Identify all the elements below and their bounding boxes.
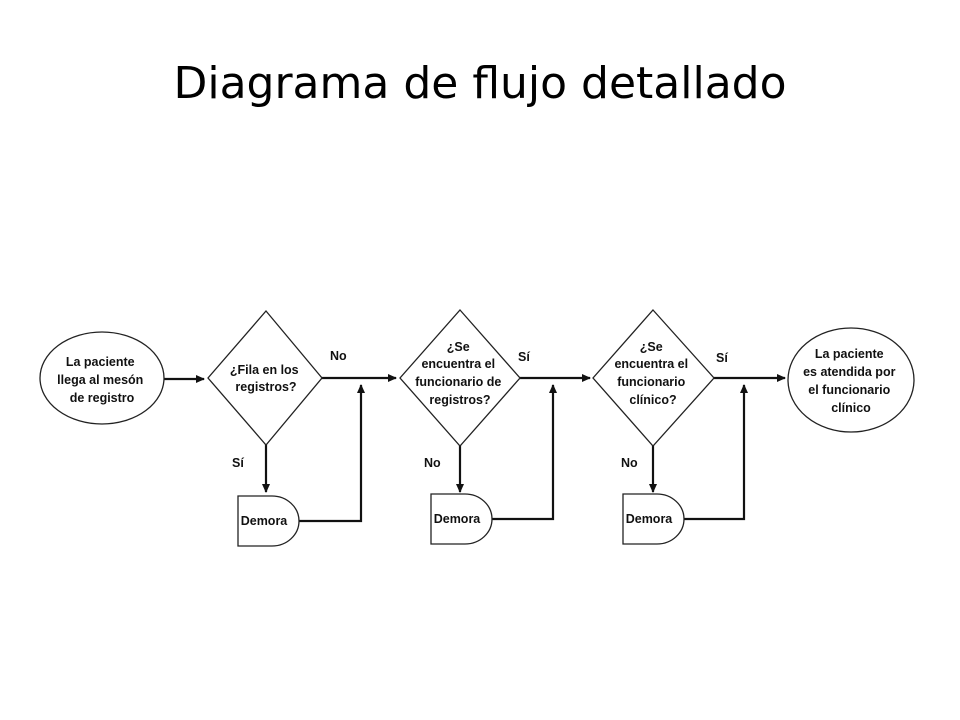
loop-delay-1 — [299, 384, 365, 523]
label-d3-no: No — [621, 456, 638, 470]
decision-1-line-2: registros? — [235, 380, 296, 394]
decision-2-line-4: registros? — [429, 393, 490, 407]
decision-3-line-1: ¿Se — [640, 340, 663, 354]
end-text: La paciente es atendida por el funcionar… — [803, 347, 899, 415]
decision-3-line-4: clínico? — [629, 393, 676, 407]
delay-2-text: Demora — [434, 512, 482, 526]
end-line-1: La paciente — [815, 347, 884, 361]
decision-2-line-3: funcionario de — [415, 375, 501, 389]
decision-1-text: ¿Fila en los registros? — [230, 363, 302, 394]
label-d2-no: No — [424, 456, 441, 470]
decision-3-text: ¿Se encuentra el funcionario clínico? — [614, 340, 691, 407]
end-line-4: clínico — [831, 401, 871, 415]
delay-1-text: Demora — [241, 514, 289, 528]
start-text: La paciente llega al mesón de registro — [57, 355, 147, 405]
label-d3-yes: Sí — [716, 351, 728, 365]
delay-3-text: Demora — [626, 512, 674, 526]
start-line-3: de registro — [70, 391, 135, 405]
label-d1-yes: Sí — [232, 456, 244, 470]
decision-1 — [207, 309, 323, 447]
decision-3-line-3: funcionario — [617, 375, 685, 389]
end-node — [787, 327, 915, 433]
label-d2-yes: Sí — [518, 350, 530, 364]
decision-2-line-1: ¿Se — [447, 340, 470, 354]
start-node — [39, 331, 165, 425]
decision-1-line-1: ¿Fila en los — [230, 363, 299, 377]
start-line-2: llega al mesón — [57, 373, 143, 387]
end-line-3: el funcionario — [808, 383, 890, 397]
decision-2-text: ¿Se encuentra el funcionario de registro… — [415, 340, 505, 407]
decision-3 — [592, 309, 715, 447]
delay-3 — [622, 493, 685, 545]
end-line-2: es atendida por — [803, 365, 896, 379]
decision-3-line-2: encuentra el — [614, 357, 688, 371]
loop-delay-3 — [684, 384, 748, 521]
start-line-1: La paciente — [66, 355, 135, 369]
slide-title: Diagrama de flujo detallado — [173, 58, 787, 109]
decision-2 — [399, 309, 521, 447]
loop-delay-2 — [492, 384, 557, 521]
label-d1-no: No — [330, 349, 347, 363]
delay-2 — [430, 493, 493, 545]
delay-1 — [237, 495, 300, 547]
decision-2-line-2: encuentra el — [421, 357, 495, 371]
